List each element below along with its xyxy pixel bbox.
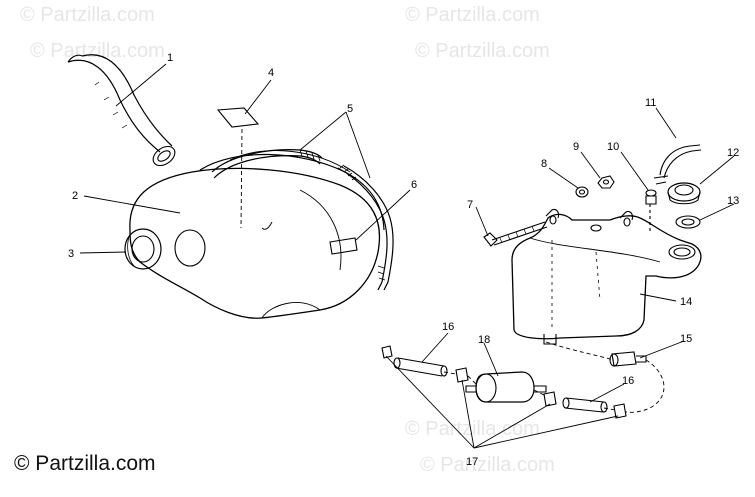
callout-15: 15 <box>680 333 692 345</box>
part-16-fuel-line-left <box>393 357 448 377</box>
callout-leader-lines <box>79 63 735 449</box>
part-17-hose-clamps <box>381 345 627 419</box>
callout-3: 3 <box>68 248 74 260</box>
fuel-routing-lines <box>443 341 665 413</box>
callout-11: 11 <box>645 97 656 109</box>
watermark-top-center: © Partzilla.com <box>405 4 540 26</box>
watermark-bottom-center: © Partzilla.com <box>405 418 540 440</box>
callout-2: 2 <box>72 190 78 202</box>
brand-watermark: © Partzilla.com <box>14 452 156 475</box>
part-14-oil-tank <box>511 208 702 345</box>
part-10-level-sensor <box>645 189 657 232</box>
callout-7: 7 <box>467 199 473 211</box>
callout-16-right: 16 <box>622 375 634 387</box>
part-8-washer <box>575 186 589 198</box>
callout-1: 1 <box>167 52 173 64</box>
part-7-bolt <box>483 221 548 247</box>
callout-13: 13 <box>727 195 739 207</box>
callout-18: 18 <box>478 334 490 346</box>
part-18-fuel-filter <box>465 371 547 403</box>
watermark-upper-right: © Partzilla.com <box>415 40 550 62</box>
part-1-intake-tube <box>67 54 176 167</box>
callout-9: 9 <box>573 141 579 153</box>
callout-8: 8 <box>541 158 547 170</box>
callout-5: 5 <box>347 103 353 115</box>
part-16-fuel-line-right <box>562 397 608 413</box>
part-13-gasket <box>675 215 701 229</box>
watermark-upper-left: © Partzilla.com <box>30 40 165 62</box>
callout-16-left: 16 <box>442 321 454 333</box>
part-6-decal <box>329 237 358 255</box>
part-3-grommet <box>124 228 162 270</box>
callout-14: 14 <box>680 296 692 308</box>
callout-10: 10 <box>607 141 619 153</box>
part-5-breather-hoses <box>211 149 394 291</box>
part-15-fitting <box>609 351 647 367</box>
callout-6: 6 <box>411 179 417 191</box>
watermark-bottom-right: © Partzilla.com <box>420 454 555 476</box>
callout-numbers: 1 2 3 4 5 6 7 8 9 10 11 12 13 14 15 16 1… <box>68 52 739 468</box>
watermark-top-left: © Partzilla.com <box>20 4 155 26</box>
callout-17: 17 <box>466 456 478 468</box>
part-4-label-decal <box>216 107 260 229</box>
part-9-nut <box>597 175 615 189</box>
part-12-filler-cap <box>667 182 701 205</box>
callout-12: 12 <box>727 147 739 159</box>
callout-4: 4 <box>268 67 274 79</box>
part-11-vent-hose <box>653 144 702 185</box>
part-2-airbox-housing <box>129 150 385 319</box>
